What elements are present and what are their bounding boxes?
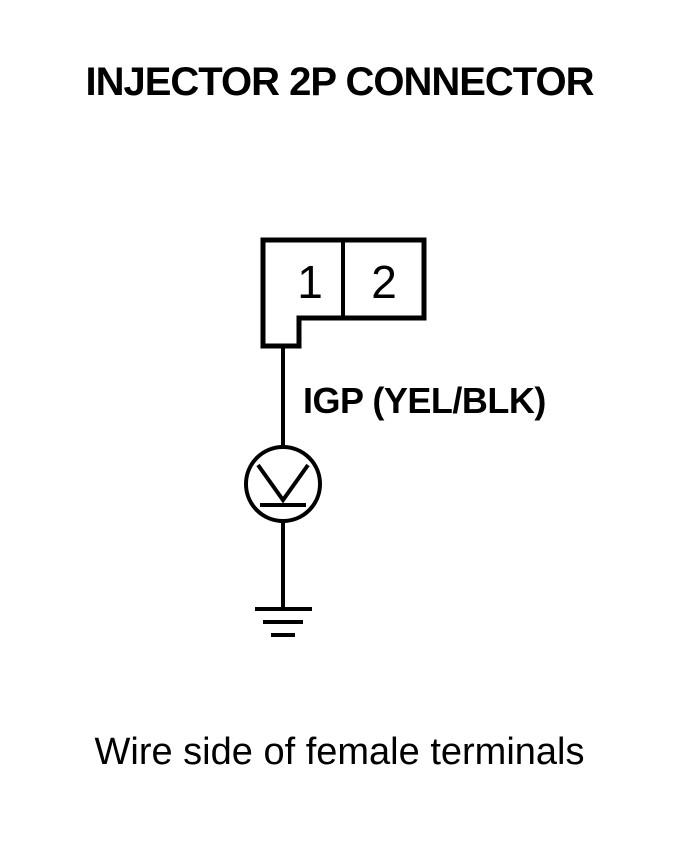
connector-housing	[260, 237, 427, 349]
terminal-1-label: 1	[297, 256, 323, 308]
diagram-title: INJECTOR 2P CONNECTOR	[85, 60, 594, 104]
wire-label: IGP (YEL/BLK)	[303, 380, 546, 421]
ground-icon	[255, 607, 312, 637]
diagram-caption: Wire side of female terminals	[94, 731, 585, 773]
terminal-2-label: 2	[371, 256, 397, 308]
voltmeter-icon	[244, 445, 322, 523]
